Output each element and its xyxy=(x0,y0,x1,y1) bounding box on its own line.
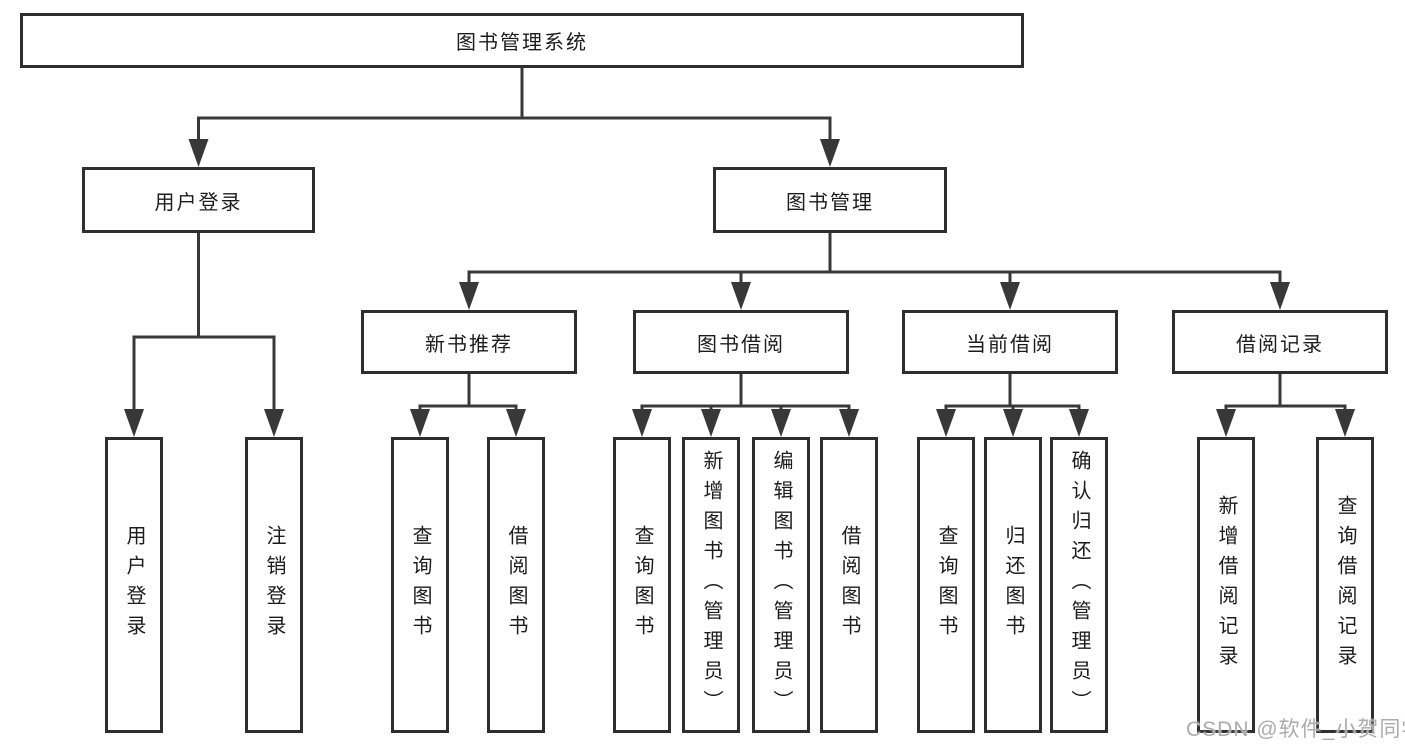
node-new-book-rec: 新书推荐 xyxy=(361,310,577,374)
node-book-borrow: 图书借阅 xyxy=(633,310,849,374)
node-label-leaf-borrow-book-2: 借阅图书 xyxy=(838,525,860,645)
node-leaf-logout: 注销登录 xyxy=(245,437,303,733)
arrowhead-icon xyxy=(1216,409,1236,437)
node-label-leaf-logout: 注销登录 xyxy=(263,525,285,645)
node-leaf-query-book-2: 查询图书 xyxy=(613,437,671,733)
node-label-leaf-confirm-return: 确认归还（管理员） xyxy=(1068,450,1090,720)
node-label-leaf-return-book: 归还图书 xyxy=(1002,525,1024,645)
arrowhead-icon xyxy=(701,409,721,437)
node-leaf-edit-book: 编辑图书（管理员） xyxy=(752,437,810,733)
arrowhead-icon xyxy=(936,409,956,437)
node-label-leaf-edit-book: 编辑图书（管理员） xyxy=(770,450,792,720)
arrowhead-icon xyxy=(1069,409,1089,437)
node-label-leaf-query-book-1: 查询图书 xyxy=(409,525,431,645)
node-label-borrow-records: 借阅记录 xyxy=(1236,333,1324,356)
node-label-user-login: 用户登录 xyxy=(154,191,243,214)
arrowhead-icon xyxy=(506,409,526,437)
node-leaf-user-login: 用户登录 xyxy=(105,437,163,733)
arrowhead-icon xyxy=(632,409,652,437)
arrowhead-icon xyxy=(124,409,144,437)
node-leaf-return-book: 归还图书 xyxy=(984,437,1042,733)
arrowhead-icon xyxy=(731,282,751,310)
arrowhead-icon xyxy=(188,139,209,167)
node-label-leaf-add-record: 新增借阅记录 xyxy=(1215,495,1237,675)
node-label-leaf-query-book-3: 查询图书 xyxy=(935,525,957,645)
arrowhead-icon xyxy=(839,409,859,437)
node-user-login: 用户登录 xyxy=(82,167,315,233)
arrowhead-icon xyxy=(264,409,284,437)
arrowhead-icon xyxy=(410,409,430,437)
node-label-root: 图书管理系统 xyxy=(456,32,588,54)
node-book-mgmt: 图书管理 xyxy=(713,167,947,233)
node-leaf-query-book-3: 查询图书 xyxy=(917,437,975,733)
node-leaf-confirm-return: 确认归还（管理员） xyxy=(1050,437,1108,733)
node-label-book-borrow: 图书借阅 xyxy=(697,333,785,356)
node-leaf-borrow-book-2: 借阅图书 xyxy=(820,437,878,733)
node-leaf-borrow-book-1: 借阅图书 xyxy=(487,437,545,733)
node-leaf-add-record: 新增借阅记录 xyxy=(1197,437,1255,733)
node-label-leaf-add-book: 新增图书（管理员） xyxy=(700,450,722,720)
node-current-borrow: 当前借阅 xyxy=(902,310,1118,374)
watermark: CSDN @软件_小贺同学 xyxy=(1186,718,1405,741)
arrowhead-icon xyxy=(1270,282,1290,310)
node-label-current-borrow: 当前借阅 xyxy=(966,333,1054,356)
node-label-leaf-query-book-2: 查询图书 xyxy=(631,525,653,645)
node-leaf-add-book: 新增图书（管理员） xyxy=(682,437,740,733)
node-label-leaf-borrow-book-1: 借阅图书 xyxy=(505,525,527,645)
node-root: 图书管理系统 xyxy=(20,13,1024,68)
arrowhead-icon xyxy=(1000,282,1020,310)
arrowhead-icon xyxy=(1335,409,1355,437)
node-label-book-mgmt: 图书管理 xyxy=(786,191,874,214)
arrowhead-icon xyxy=(771,409,791,437)
node-label-leaf-user-login: 用户登录 xyxy=(123,525,145,645)
node-leaf-query-book-1: 查询图书 xyxy=(391,437,449,733)
node-label-new-book-rec: 新书推荐 xyxy=(425,333,513,356)
node-borrow-records: 借阅记录 xyxy=(1172,310,1388,374)
node-label-leaf-query-record: 查询借阅记录 xyxy=(1334,495,1356,675)
arrowhead-icon xyxy=(1003,409,1023,437)
arrowhead-icon xyxy=(459,282,479,310)
node-leaf-query-record: 查询借阅记录 xyxy=(1316,437,1374,733)
arrowhead-icon xyxy=(820,139,840,167)
